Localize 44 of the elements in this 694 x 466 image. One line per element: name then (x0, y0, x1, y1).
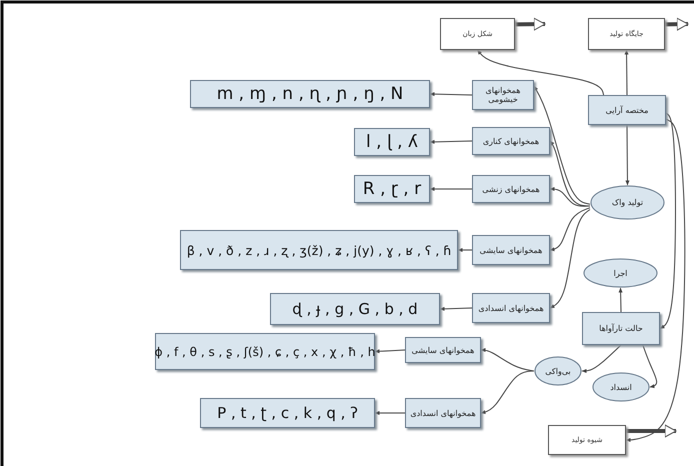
process-box: همخوانهای سایشی (405, 337, 481, 363)
process-box: همخوانهای خیشومی (472, 80, 534, 110)
phoneme-box: P , t , ʈ , c , k , q , ʔ (200, 398, 375, 428)
phoneme-box: ɖ , ɟ , g , G , b , d (270, 293, 440, 325)
phoneme-box: β , v , ð , z , ɹ , ʐ , ʒ(ž) , ʑ , j(y) , ɣ , ʁ , ʕ , ɦ (180, 230, 458, 270)
arrow (440, 306, 472, 311)
arrow (660, 112, 676, 329)
arrow (582, 344, 622, 373)
process-box: همخوانهای انسدادی (405, 398, 481, 428)
block-arrow (514, 18, 546, 31)
arrow (550, 187, 590, 207)
arrow (480, 348, 534, 372)
state-ellipse: بی‌واکی (534, 356, 582, 386)
phoneme-box: m , ɱ , n , ɳ , ɲ , ŋ , N (190, 80, 430, 108)
process-box: همخوانهای زنشی (472, 175, 550, 203)
arrow (458, 248, 472, 252)
arrow (550, 207, 590, 252)
process-box: همخوانهای سایشی (472, 235, 550, 265)
arrow (642, 344, 658, 388)
arrow (374, 411, 406, 415)
arrow (430, 140, 472, 144)
phoneme-box: ɸ , f , θ , s , ʂ , ʃ(š) , ɕ , ç , x , χ , ħ , h (155, 333, 375, 370)
arrow (374, 349, 406, 354)
arrow (430, 187, 472, 191)
state-ellipse: انسداد (592, 372, 650, 402)
process-box: همخوانهای کناری (472, 127, 550, 155)
block-arrow (664, 18, 688, 31)
process-box: مختصه آرایی (588, 95, 666, 125)
process-box: همخوانهای انسدادی (472, 293, 550, 323)
arrow (625, 124, 630, 186)
arrow (626, 118, 686, 442)
arrow (550, 209, 590, 308)
arrow (480, 370, 534, 414)
state-ellipse: تولید واک (590, 185, 665, 220)
arrow (430, 92, 472, 96)
phoneme-box: R , ɽ , r (354, 175, 430, 203)
state-ellipse: اجرا (583, 258, 658, 288)
phoneme-box: l , ɭ , ʎ (354, 128, 430, 156)
arrow (618, 288, 623, 312)
arrow (477, 50, 604, 96)
block-arrow (626, 424, 676, 438)
arrow (534, 86, 590, 205)
arrow (624, 50, 629, 96)
process-box: حالت تارآواها (582, 312, 660, 345)
